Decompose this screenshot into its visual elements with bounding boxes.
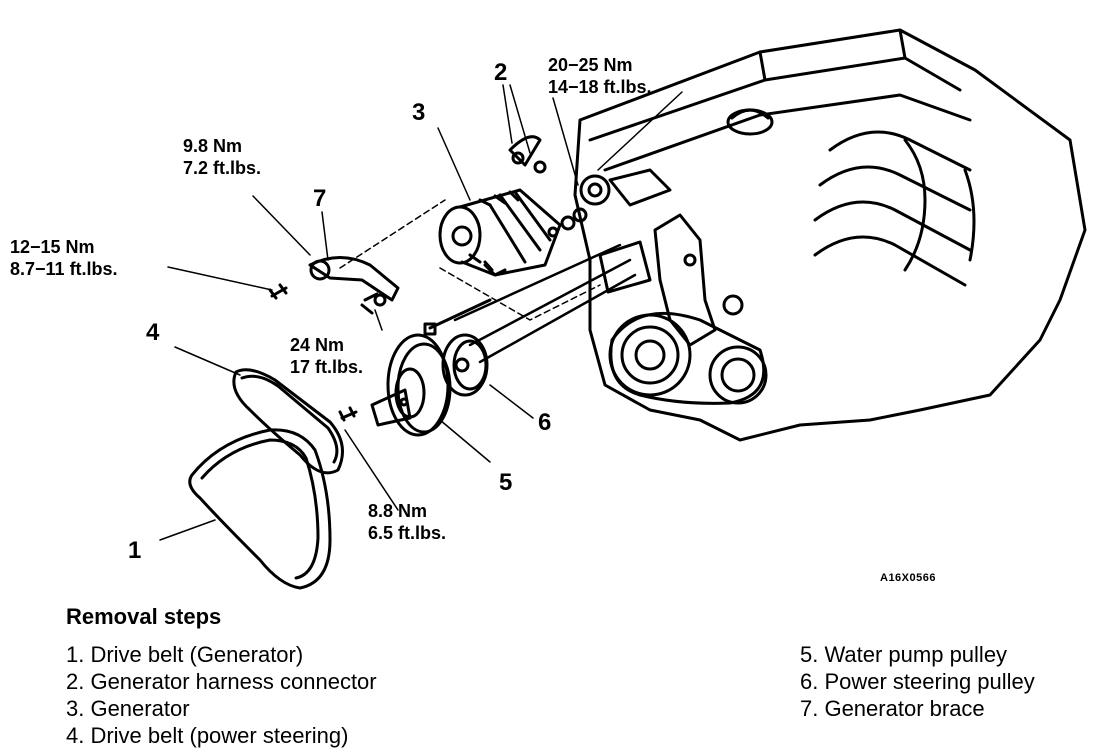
part-number-6: 6	[538, 409, 552, 436]
removal-step: 6. Power steering pulley	[800, 669, 1035, 694]
part-number-7: 7	[313, 185, 327, 212]
torque-ftlbs: 6.5 ft.lbs.	[368, 523, 447, 543]
removal-step: 2. Generator harness connector	[66, 669, 377, 694]
generator-belt-illustration	[188, 428, 332, 590]
harness-connector-illustration	[508, 135, 547, 174]
power-steering-pulley-illustration	[441, 333, 489, 397]
part-number-5: 5	[499, 469, 513, 496]
through-bolt-illustration	[423, 298, 492, 336]
removal-step: 4. Drive belt (power steering)	[66, 723, 349, 748]
alignment-lines	[339, 199, 601, 321]
leader-lines	[159, 84, 683, 541]
generator-illustration	[438, 188, 562, 277]
torque-callout-24: 24 Nm 17 ft.lbs.	[290, 334, 363, 378]
torque-ftlbs: 8.7−11 ft.lbs.	[10, 259, 118, 279]
generator-brace-illustration	[268, 256, 400, 315]
removal-step: 1. Drive belt (Generator)	[66, 642, 304, 667]
removal-step: 7. Generator brace	[800, 696, 985, 721]
removal-steps-heading: Removal steps	[66, 604, 222, 629]
torque-ftlbs: 7.2 ft.lbs.	[183, 158, 262, 178]
removal-steps-list-left: 1. Drive belt (Generator) 2. Generator h…	[66, 641, 377, 749]
torque-nm: 24 Nm	[290, 335, 345, 355]
torque-callout-8-8: 8.8 Nm 6.5 ft.lbs.	[368, 500, 446, 544]
part-number-4: 4	[146, 319, 160, 346]
pulley-bolt-illustration	[338, 406, 358, 422]
part-number-3: 3	[412, 99, 426, 126]
water-pump-pulley-illustration	[370, 333, 452, 437]
figure-code: A16X0566	[880, 572, 936, 584]
torque-ftlbs: 14−18 ft.lbs.	[548, 77, 652, 97]
part-number-2: 2	[494, 59, 508, 86]
part-number-1: 1	[128, 537, 142, 564]
engine-exploded-diagram	[159, 28, 1087, 590]
torque-nm: 8.8 Nm	[368, 501, 428, 521]
shaft-axis-lines	[453, 243, 637, 364]
torque-callout-9-8: 9.8 Nm 7.2 ft.lbs.	[183, 135, 261, 179]
removal-step: 3. Generator	[66, 696, 190, 721]
torque-nm: 20−25 Nm	[548, 55, 633, 75]
torque-callout-20-25: 20−25 Nm 14−18 ft.lbs.	[548, 54, 652, 98]
torque-nm: 9.8 Nm	[183, 136, 243, 156]
power-steering-belt-illustration	[232, 368, 344, 475]
generator-nuts-illustration	[547, 207, 588, 238]
removal-steps-list-right: 5. Water pump pulley 6. Power steering p…	[800, 641, 1035, 722]
engine-block-illustration	[573, 28, 1087, 442]
removal-step: 5. Water pump pulley	[800, 642, 1008, 667]
torque-ftlbs: 17 ft.lbs.	[290, 357, 364, 377]
torque-callout-12-15: 12−15 Nm 8.7−11 ft.lbs.	[10, 236, 118, 280]
torque-nm: 12−15 Nm	[10, 237, 95, 257]
